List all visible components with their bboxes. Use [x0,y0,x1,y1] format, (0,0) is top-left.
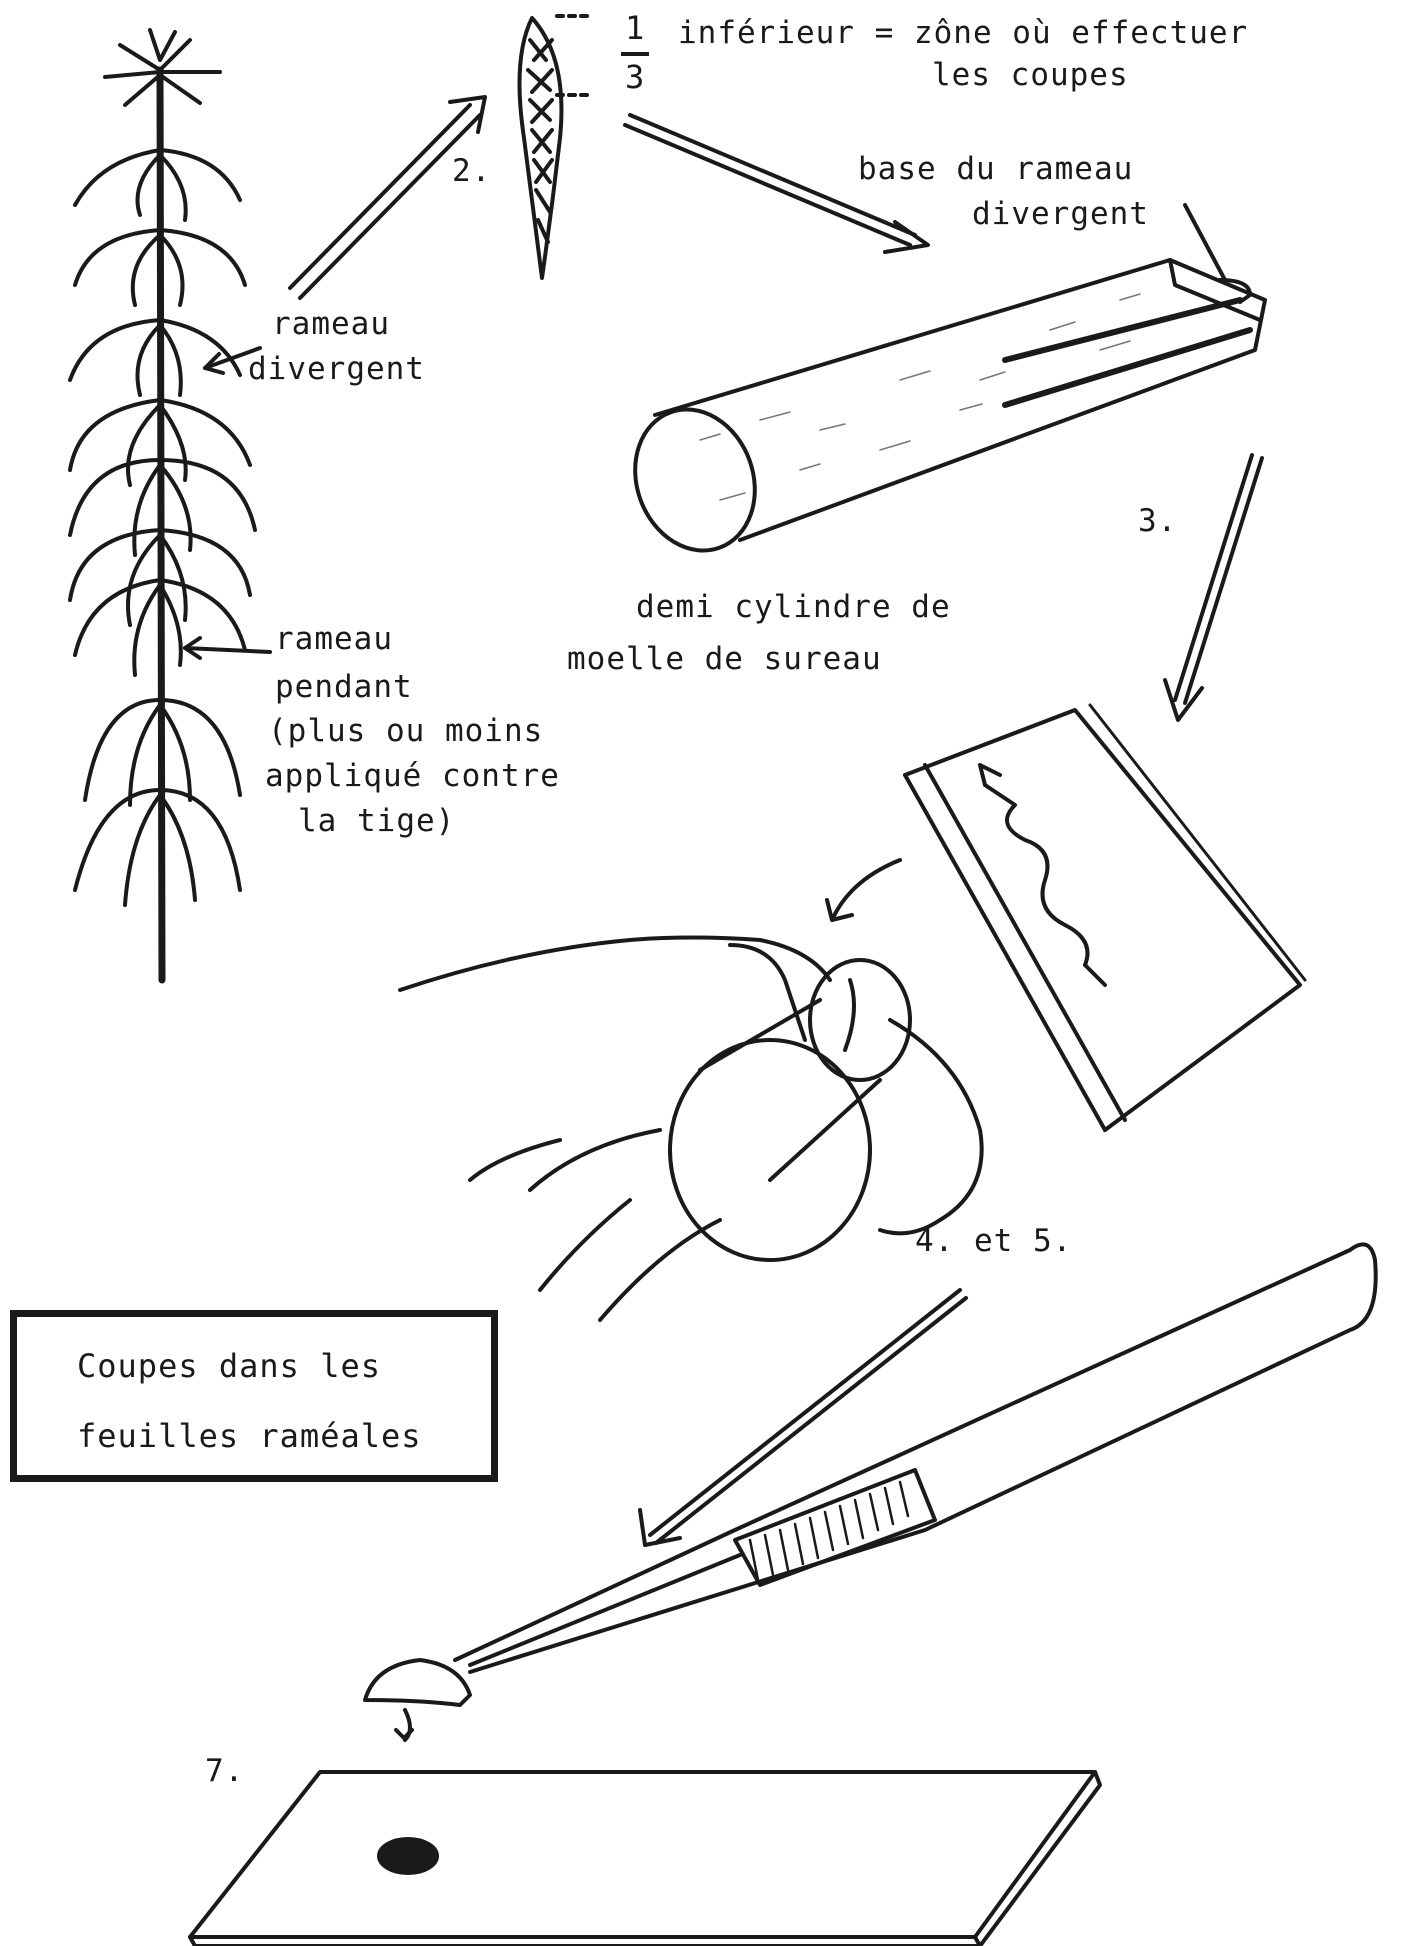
base-rameau-label-line1: base du rameau [858,150,1133,189]
rameau-divergent-label-line1: rameau [272,305,390,344]
rameau-divergent-label-line2: divergent [248,350,425,389]
microscope-slide-icon [190,1772,1100,1946]
rameau-pendant-label-line4: appliqué contre [265,757,560,796]
fraction-denominator: 3 [625,57,645,97]
inferior-zone-label-line2: les coupes [932,56,1129,95]
step-3-label: 3. [1138,502,1177,541]
tweezers-icon [365,1244,1376,1740]
pendant-pointer-icon [185,638,270,658]
twig-icon [520,16,591,278]
rameau-pendant-label-line3: (plus ou moins [268,712,543,751]
rameau-pendant-label-line5: la tige) [298,802,455,841]
base-rameau-label-line2: divergent [972,195,1149,234]
arrow-to-blade-icon [1165,455,1262,720]
arrow-to-twig-icon [290,97,485,298]
demi-cylindre-label-line2: moelle de sureau [567,640,882,679]
plant-stem-icon [70,30,255,980]
rameau-pendant-label-line1: rameau [275,620,393,659]
title-box-line1: Coupes dans les [77,1331,491,1401]
demi-cylindre-label-line1: demi cylindre de [636,588,951,627]
inferior-zone-label-line1: inférieur = zône où effectuer [678,14,1248,53]
fraction-numerator: 1 [625,8,645,48]
step-7-label: 7. [205,1752,244,1791]
blade-to-hand-arrow-icon [827,860,900,920]
fraction-bar [621,52,649,56]
step-4-5-label: 4. et 5. [915,1222,1072,1261]
arrow-to-tweezers-icon [640,1290,966,1545]
rameau-pendant-label-line2: pendant [275,668,413,707]
razor-blade-icon [905,705,1305,1130]
step-2-label: 2. [452,152,491,191]
title-box: Coupes dans les feuilles raméales [10,1310,498,1482]
title-box-line2: feuilles raméales [77,1401,491,1471]
hand-icon [400,938,982,1321]
